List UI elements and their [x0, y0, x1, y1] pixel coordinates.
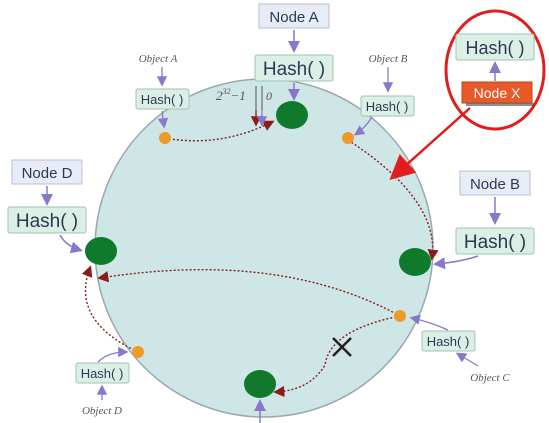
- node-a-hash: Hash( ): [263, 59, 325, 80]
- hash-ring: [94, 78, 434, 418]
- object-d-group: Hash( ) Object D: [75, 346, 130, 417]
- mapping-paths: [81, 120, 439, 398]
- node-d-hash: Hash( ): [16, 211, 78, 232]
- node-a-label: Node A: [269, 9, 318, 26]
- zero-label: 0: [266, 89, 272, 103]
- path-object-b-to-node-b: [347, 139, 439, 261]
- path-object-d-to-node-d: [81, 265, 139, 353]
- node-b-group: Node B Hash( ): [433, 170, 535, 270]
- object-c-group: Hash( ) Object C: [409, 314, 510, 384]
- object-d-dot: [132, 346, 144, 358]
- object-b-dot: [342, 132, 354, 144]
- highlight-circle: [444, 9, 546, 131]
- object-b-group: Object B Hash( ): [353, 53, 415, 136]
- object-d-hash: Hash( ): [81, 366, 124, 381]
- object-c-dot: [394, 310, 406, 322]
- node-b-dot: [399, 248, 431, 276]
- object-a-label: Object A: [139, 53, 178, 65]
- object-b-label: Object B: [369, 53, 408, 65]
- node-d-dot: [85, 237, 117, 265]
- insertion-arrow: [389, 107, 471, 180]
- node-d-group: Node D Hash( ): [7, 159, 87, 254]
- node-c-dot: [244, 370, 276, 398]
- ring-origin: 232−1 0: [216, 86, 272, 127]
- x-mark-icon: [332, 337, 352, 357]
- path-object-a-to-node-a: [164, 120, 275, 142]
- object-a-hash: Hash( ): [141, 92, 184, 107]
- object-c-label: Object C: [470, 372, 510, 384]
- max-label: 232−1: [216, 87, 246, 103]
- object-d-label: Object D: [82, 405, 122, 417]
- object-dots: [132, 132, 406, 358]
- object-a-dot: [159, 132, 171, 144]
- node-b-label: Node B: [470, 176, 520, 193]
- node-d-label: Node D: [22, 165, 73, 182]
- node-x-label: Node X: [474, 85, 521, 101]
- path-object-c-to-node-d: [97, 268, 401, 317]
- node-b-hash: Hash( ): [464, 232, 526, 253]
- object-a-group: Object A Hash( ): [135, 53, 190, 129]
- node-x-group: Hash( ) Node X: [389, 9, 546, 180]
- server-nodes: [85, 101, 431, 398]
- object-c-hash: Hash( ): [427, 334, 470, 349]
- node-x-hash: Hash( ): [465, 38, 524, 58]
- node-a-group: Node A Hash( ): [254, 3, 334, 101]
- node-a-dot: [276, 101, 308, 129]
- object-b-hash: Hash( ): [366, 99, 409, 114]
- path-object-c-to-removed-node: [273, 315, 401, 398]
